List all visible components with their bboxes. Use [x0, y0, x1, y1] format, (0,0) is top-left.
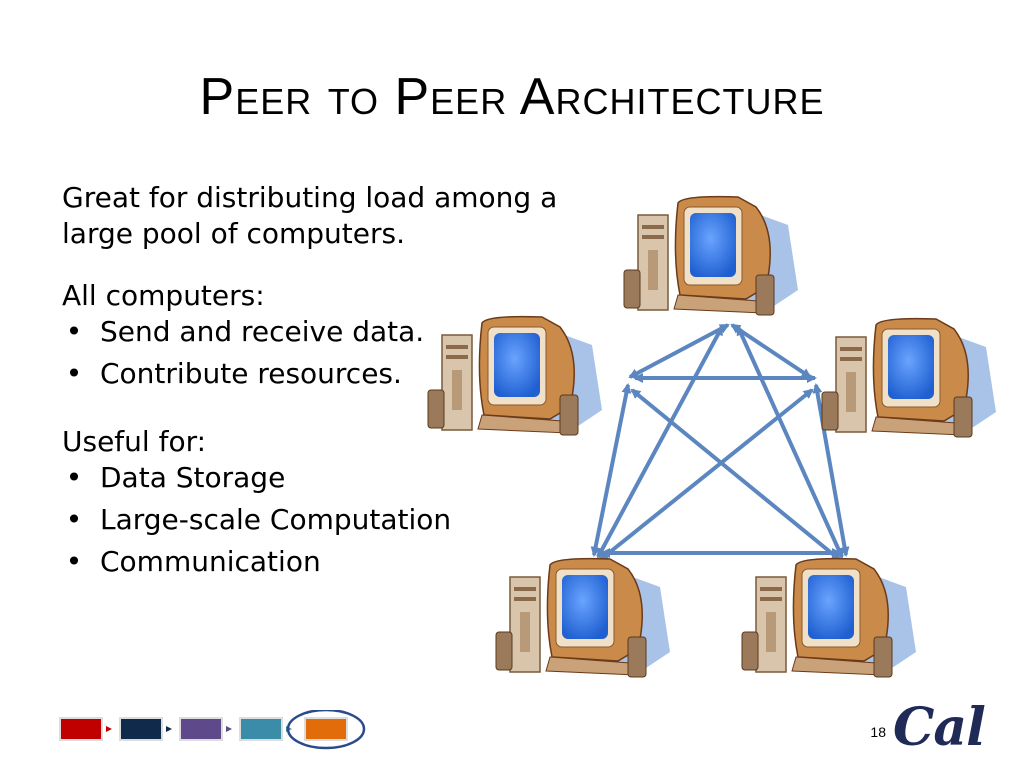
bullet-text: Data Storage [100, 461, 286, 494]
bullet-text: Large-scale Computation [100, 503, 452, 536]
section-heading-useful-for: Useful for: [62, 425, 207, 458]
bullet-icon: • [65, 357, 83, 390]
slide-body: Great for distributing load among a larg… [62, 180, 602, 586]
bullet-text: Send and receive data. [100, 315, 425, 348]
page-number: 18 [870, 724, 886, 740]
bullet-item: • Communication [62, 544, 602, 580]
computer-bottom-left-icon [495, 557, 671, 678]
peer-network-diagram [427, 195, 997, 678]
computer-left-icon [427, 315, 603, 436]
computer-right-icon [821, 317, 997, 438]
bullet-text: Contribute resources. [100, 357, 402, 390]
bullet-item: • Large-scale Computation [62, 502, 602, 538]
section-heading-all-computers: All computers: [62, 279, 265, 312]
cal-logo: Cal [893, 697, 986, 758]
link-top-right [730, 323, 812, 379]
bullet-item: • Data Storage [62, 460, 602, 496]
nav-step-3[interactable] [179, 717, 223, 741]
slide-title: Peer to Peer Architecture [199, 68, 825, 126]
connection-arrows [590, 323, 850, 562]
bullet-icon: • [65, 461, 83, 494]
nav-step-5[interactable] [304, 717, 348, 741]
computer-bottom-right-icon [741, 557, 917, 678]
nav-arrow-icon [226, 726, 232, 732]
nav-arrow-icon [106, 726, 112, 732]
bullet-icon: • [65, 503, 83, 536]
link-left-bottomright [630, 388, 842, 562]
bullet-text: Communication [100, 545, 321, 578]
bullet-icon: • [65, 545, 83, 578]
link-top-left [628, 323, 730, 379]
nav-step-2[interactable] [119, 717, 163, 741]
nav-active-highlight [286, 710, 366, 750]
bullet-item: • Contribute resources. [62, 356, 602, 392]
bullet-icon: • [65, 315, 83, 348]
nav-arrow-icon [166, 726, 172, 732]
nav-step-1[interactable] [59, 717, 103, 741]
intro-text: Great for distributing load among a larg… [62, 181, 558, 250]
nav-step-4[interactable] [239, 717, 283, 741]
link-right-bottomleft [598, 388, 814, 562]
slide-navigation [59, 710, 366, 750]
bullet-item: • Send and receive data. [62, 314, 602, 350]
computer-top-icon [623, 195, 799, 316]
